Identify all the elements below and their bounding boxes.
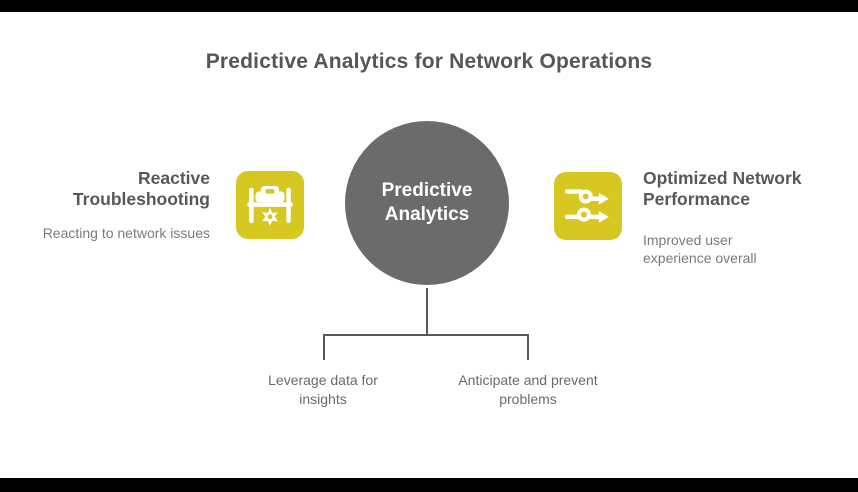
connector-cross-line bbox=[323, 334, 529, 336]
central-node-label: Predictive Analytics bbox=[381, 180, 473, 225]
optimized-performance-tile bbox=[552, 170, 624, 242]
right-item-description: Improved user experience overall bbox=[643, 232, 757, 266]
branch-label-anticipate-problems: Anticipate and prevent problems bbox=[458, 372, 598, 407]
branch-label-leverage-data: Leverage data for insights bbox=[268, 372, 378, 407]
connector-right-drop-line bbox=[527, 334, 529, 360]
connector-stem-line bbox=[426, 288, 428, 335]
left-item-block: Reactive Troubleshooting Reacting to net… bbox=[18, 168, 210, 243]
reactive-troubleshooting-tile bbox=[234, 169, 306, 241]
right-item-heading: Optimized Network Performance bbox=[643, 168, 802, 209]
page-title: Predictive Analytics for Network Operati… bbox=[205, 50, 653, 73]
top-edge-bar bbox=[0, 0, 858, 12]
car-service-lift-icon bbox=[241, 176, 299, 234]
workflow-routing-icon bbox=[559, 177, 617, 235]
left-item-heading: Reactive Troubleshooting bbox=[72, 168, 210, 209]
central-node: Predictive Analytics bbox=[342, 118, 512, 288]
right-item-block: Optimized Network Performance Improved u… bbox=[643, 168, 803, 267]
left-item-description: Reacting to network issues bbox=[42, 225, 210, 241]
bottom-edge-bar bbox=[0, 478, 858, 492]
connector-left-drop-line bbox=[323, 334, 325, 360]
